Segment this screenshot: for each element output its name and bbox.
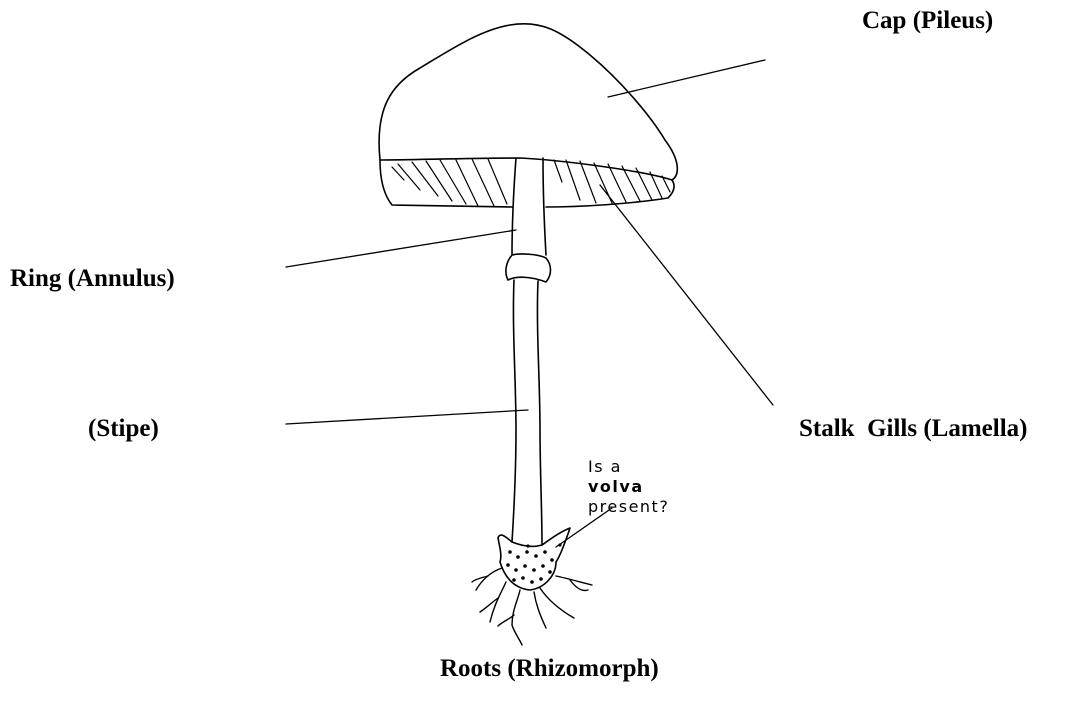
volva-outline <box>498 528 570 590</box>
ring-label: Ring (Annulus) <box>10 266 175 291</box>
volva-dots <box>506 543 561 583</box>
leader-stipe <box>286 410 528 424</box>
roots-label: Roots (Rhizomorph) <box>440 656 659 681</box>
gill-hatching <box>392 159 670 206</box>
leader-cap <box>608 60 765 97</box>
cap-label: Cap (Pileus) <box>862 8 993 33</box>
stalk-upper <box>512 158 546 255</box>
leader-ring <box>286 230 516 267</box>
volva-question-line3: present? <box>588 497 669 517</box>
volva-question-line1: Is a <box>588 457 669 477</box>
leader-gills <box>600 185 773 405</box>
volva-question: Is a volva present? <box>588 457 669 517</box>
roots-lines <box>472 568 592 645</box>
stipe-label: (Stipe) <box>88 416 159 441</box>
gills-outline <box>380 160 674 207</box>
cap-outline <box>379 24 677 180</box>
leader-lines <box>286 60 773 547</box>
volva-question-line2: volva <box>588 477 669 497</box>
stalk-gills-label: Stalk Gills (Lamella) <box>799 416 1027 441</box>
ring-outline <box>506 254 551 282</box>
stalk-lower <box>512 280 542 545</box>
